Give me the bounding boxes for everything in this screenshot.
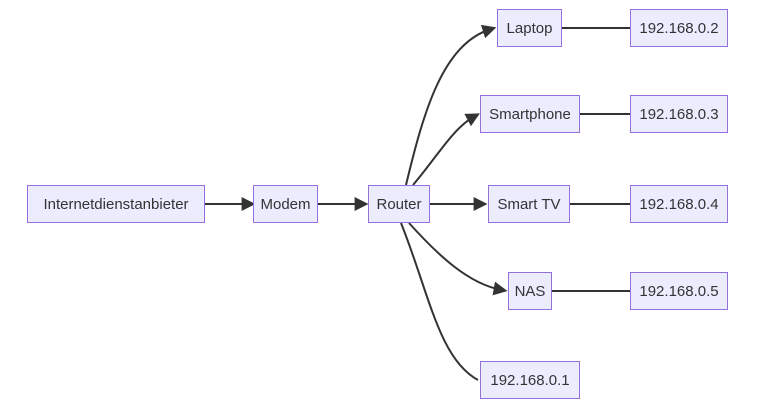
- node-nas: NAS: [508, 272, 552, 310]
- node-internetdienstanbieter: Internetdienstanbieter: [27, 185, 205, 223]
- node-ip-192-168-0-2: 192.168.0.2: [630, 9, 728, 47]
- node-laptop: Laptop: [497, 9, 562, 47]
- node-smart-tv: Smart TV: [488, 185, 570, 223]
- node-ip-192-168-0-4: 192.168.0.4: [630, 185, 728, 223]
- edge-router-smartphone: [412, 113, 480, 186]
- node-ip-192-168-0-5: 192.168.0.5: [630, 272, 728, 310]
- node-modem: Modem: [253, 185, 318, 223]
- node-ip-192-168-0-3: 192.168.0.3: [630, 95, 728, 133]
- node-router: Router: [368, 185, 430, 223]
- edge-router-ip1: [400, 222, 479, 381]
- edge-router-nas: [408, 222, 508, 296]
- edge-router-laptop: [405, 24, 497, 186]
- node-smartphone: Smartphone: [480, 95, 580, 133]
- node-ip-192-168-0-1: 192.168.0.1: [480, 361, 580, 399]
